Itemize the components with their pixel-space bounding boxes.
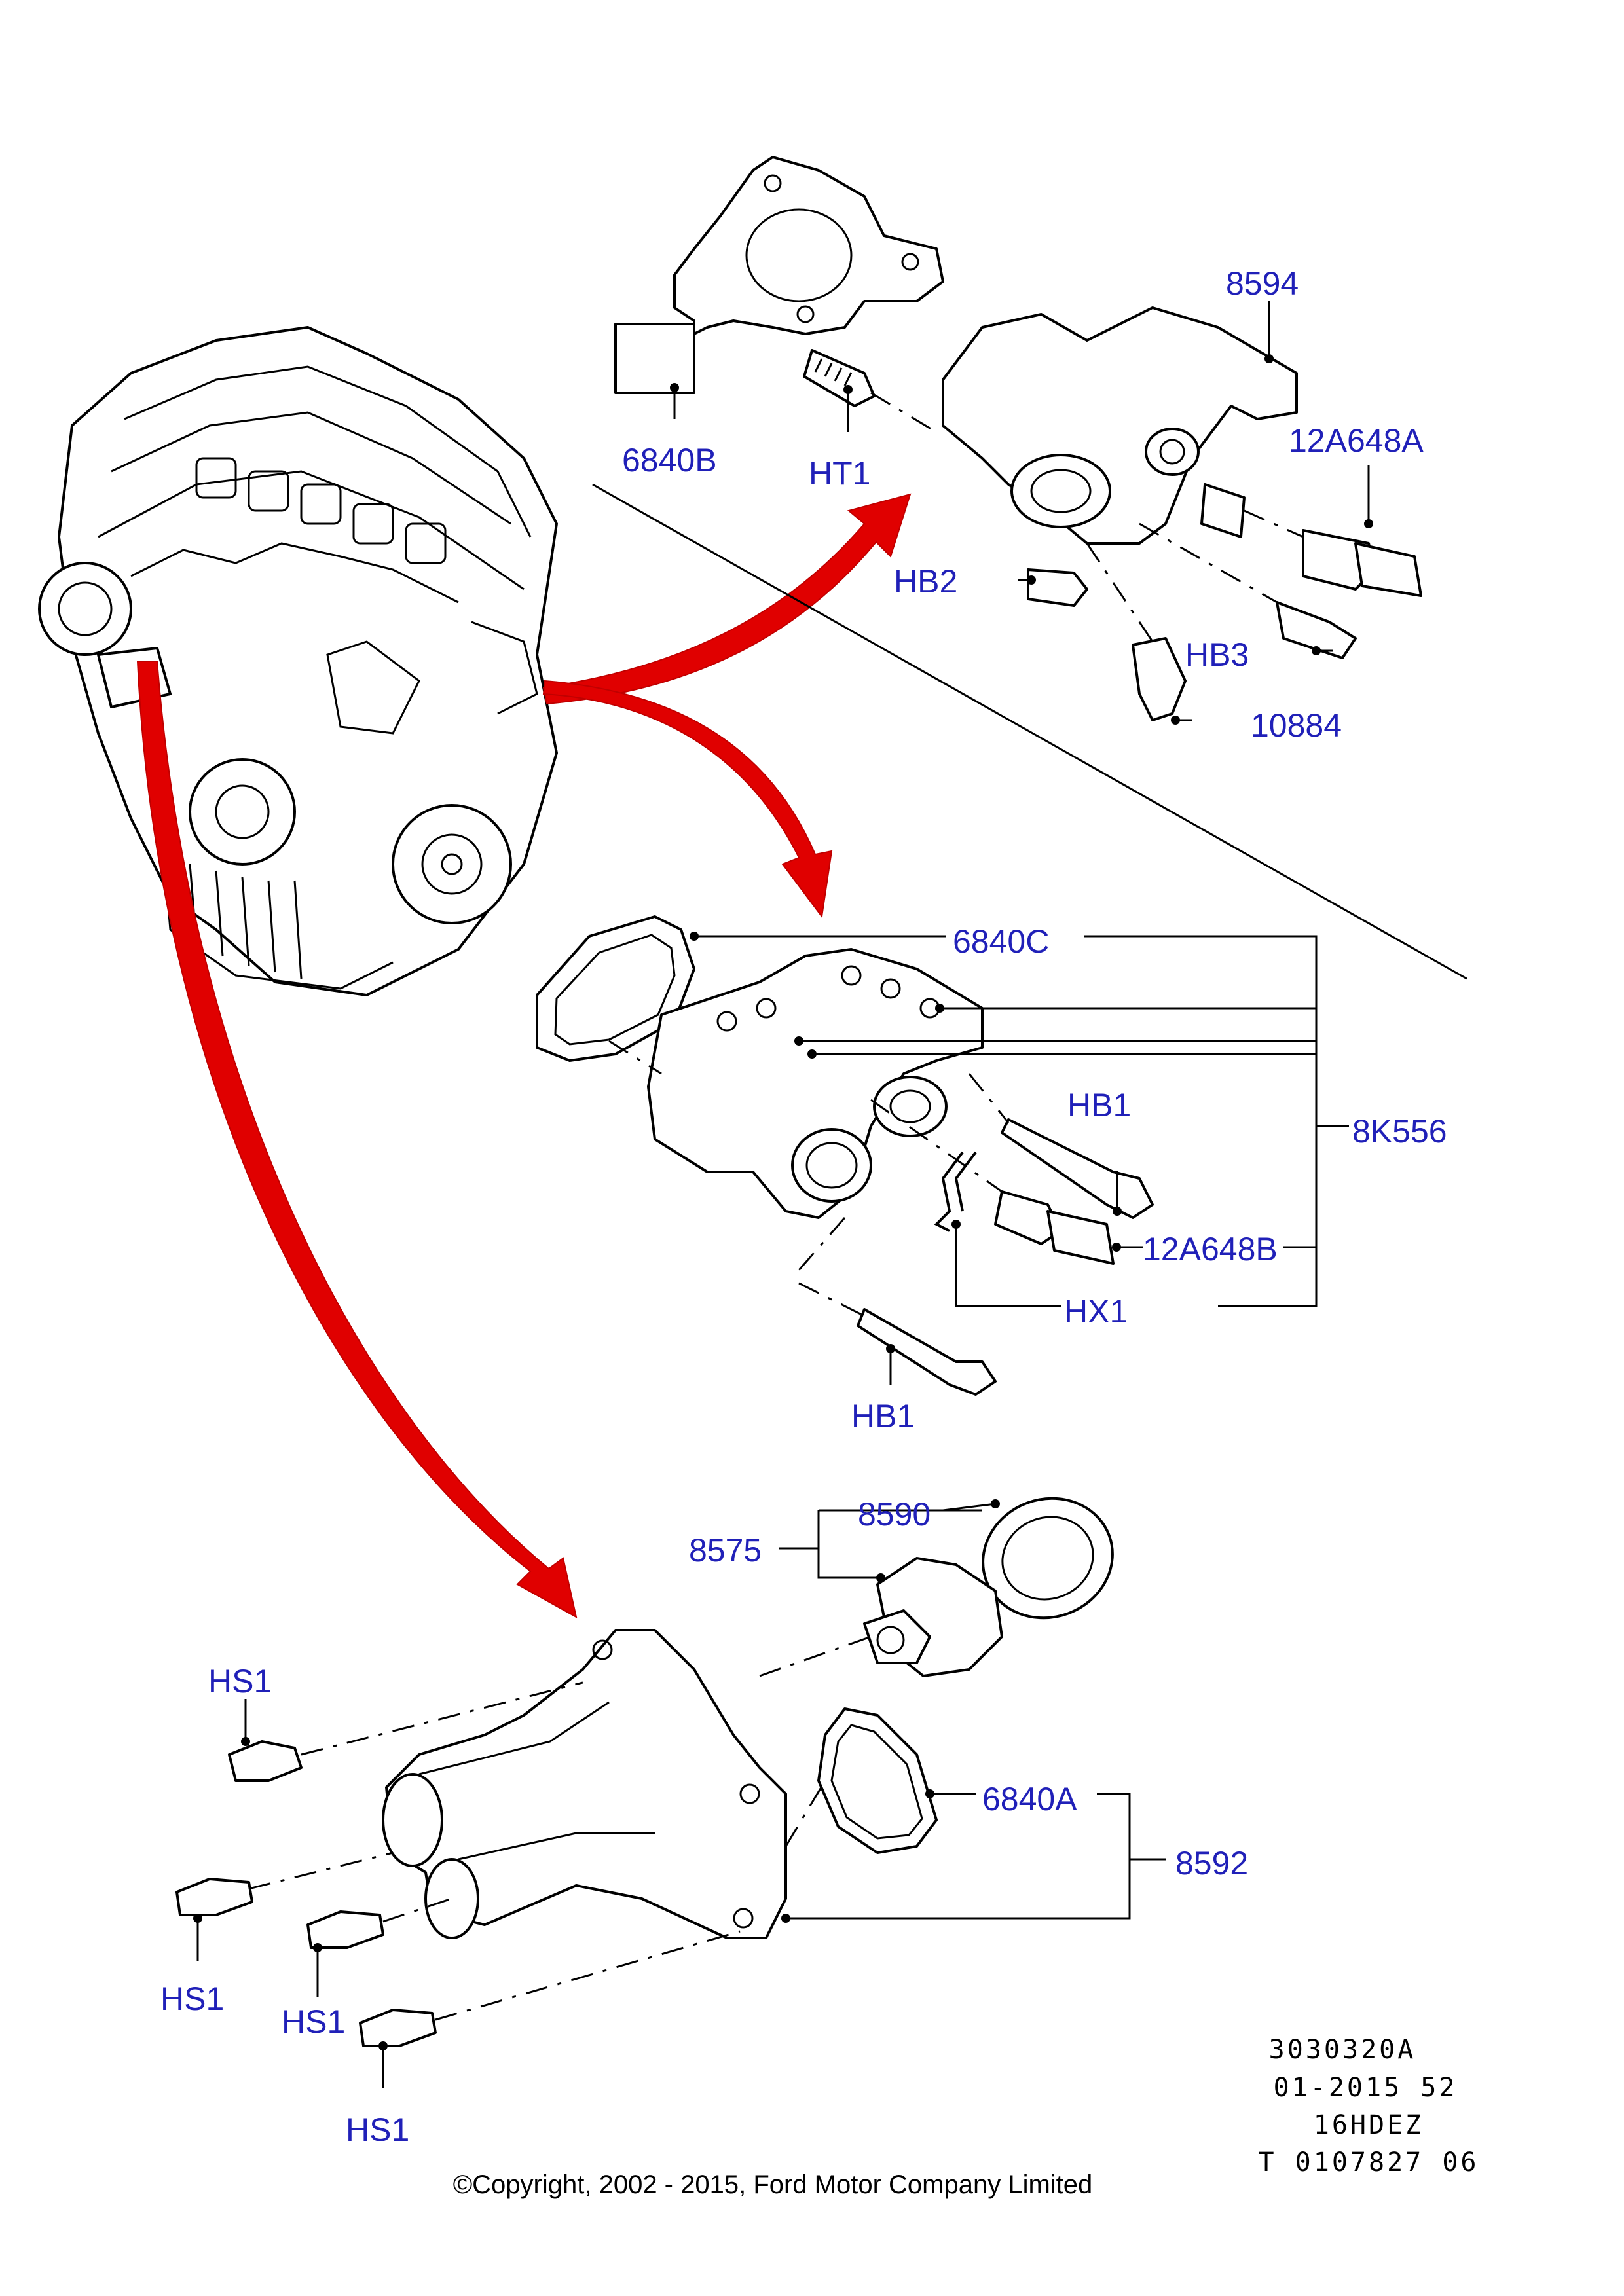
arrow-to-lower-housing <box>136 661 578 1618</box>
upper-sender-12A648A <box>1302 529 1422 597</box>
label-8590: 8590 <box>858 1496 931 1533</box>
middle-bolt-HB1-lower <box>857 1308 997 1396</box>
middle-clip-HX1 <box>934 1151 977 1232</box>
doc-code-2: 01-2015 52 <box>1274 2073 1458 2103</box>
label-HS1-c: HS1 <box>282 2003 345 2040</box>
label-HX1: HX1 <box>1064 1293 1128 1330</box>
label-12A648B: 12A648B <box>1143 1231 1278 1267</box>
label-HB3: HB3 <box>1185 636 1249 673</box>
middle-sender-12A648B <box>994 1190 1115 1265</box>
lower-dash-lines <box>248 1635 872 2021</box>
leader-lines <box>193 301 1373 2088</box>
label-8575: 8575 <box>689 1532 762 1569</box>
upper-stud-HT1 <box>803 349 876 407</box>
section-dividers <box>592 483 1467 980</box>
lower-thermostat-8575 <box>863 1557 1003 1677</box>
label-8592: 8592 <box>1175 1845 1248 1882</box>
upper-bolt-HB3 <box>1276 601 1357 659</box>
arrow-to-middle-housing <box>542 680 833 919</box>
lower-gasket-6840A <box>817 1707 938 1854</box>
lower-housing-8592 <box>382 1629 787 1939</box>
label-8594: 8594 <box>1226 265 1299 302</box>
label-8K556: 8K556 <box>1352 1113 1447 1150</box>
label-10884: 10884 <box>1251 707 1342 744</box>
label-6840C: 6840C <box>953 923 1049 960</box>
upper-bolt-HB2 <box>1027 568 1088 607</box>
middle-housing-8K556 <box>647 948 984 1219</box>
lower-seal-8590 <box>982 1497 1114 1620</box>
doc-code-4: T 0107827 06 <box>1259 2147 1479 2178</box>
label-HS1-d: HS1 <box>346 2111 409 2148</box>
engine-illustration <box>38 326 558 996</box>
label-HB1-upper: HB1 <box>1067 1087 1131 1123</box>
arrow-to-upper-housing <box>542 493 912 705</box>
label-HB2: HB2 <box>894 563 957 600</box>
upper-housing-8594 <box>942 306 1298 545</box>
doc-code-1: 3030320A <box>1269 2035 1416 2065</box>
document-codes: 3030320A 01-2015 52 16HDEZ T 0107827 06 <box>1259 2035 1479 2178</box>
label-HT1: HT1 <box>809 455 870 492</box>
middle-gasket-6840C <box>536 915 695 1062</box>
part-labels: 6840B HT1 8594 12A648A HB2 HB3 10884 684… <box>160 265 1447 2148</box>
middle-dash-lines <box>608 1040 1010 1317</box>
label-HB1-lower: HB1 <box>851 1398 915 1434</box>
lower-bolts-HS1 <box>175 1740 437 2047</box>
upper-gasket-6840B <box>614 156 944 394</box>
label-12A648A: 12A648A <box>1289 422 1424 459</box>
doc-code-3: 16HDEZ <box>1314 2110 1424 2140</box>
label-6840B: 6840B <box>622 442 717 479</box>
label-HS1-b: HS1 <box>160 1980 224 2017</box>
upper-sensor-10884 <box>1132 637 1187 721</box>
label-6840A: 6840A <box>982 1781 1077 1817</box>
copyright-notice: ©Copyright, 2002 - 2015, Ford Motor Comp… <box>453 2170 1093 2199</box>
upper-dash-lines <box>870 392 1304 642</box>
label-HS1-a: HS1 <box>208 1663 272 1700</box>
